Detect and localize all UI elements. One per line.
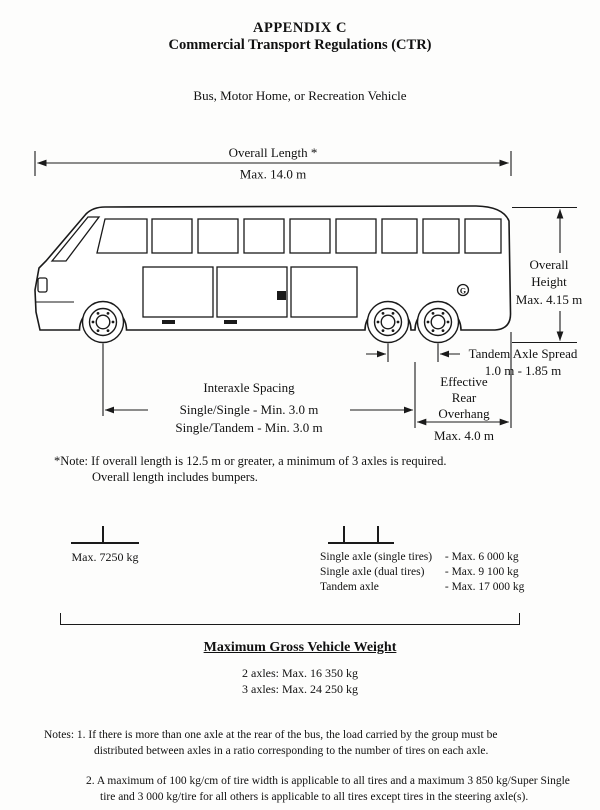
overall-height-label-2: Height: [531, 274, 567, 289]
front-axle-line: [71, 542, 139, 544]
rear-axle-tick-2: [377, 526, 379, 543]
axle-limit-label: Single axle (single tires): [320, 551, 433, 563]
headlight: [37, 277, 48, 293]
bay-latch: [277, 291, 286, 300]
overall-height-value: Max. 4.15 m: [516, 292, 582, 307]
overall-length-label: Overall Length *: [229, 145, 318, 160]
diagram-footnote-line2: Overall length includes bumpers.: [92, 470, 258, 484]
axle-limit-row: Single axle (dual tires) - Max. 9 100 kg: [320, 566, 519, 578]
tandem-axle-spread-label: Tandem Axle Spread: [469, 346, 578, 361]
interaxle-spacing-label: Interaxle Spacing: [203, 380, 295, 395]
axle-limit-value: - Max. 17 000 kg: [444, 581, 525, 593]
note1-line1: Notes: 1. If there is more than one axle…: [44, 729, 498, 741]
rear-wheel-1: [366, 300, 410, 344]
rear-axle-tick-1: [343, 526, 345, 543]
driver-window: [96, 218, 148, 254]
overall-height-dimension: Overall Height Max. 4.15 m: [512, 206, 582, 344]
hatched-window-2: [464, 218, 502, 254]
rear-overhang-value: Max. 4.0 m: [434, 428, 494, 443]
windshield: [50, 216, 101, 262]
axle-limit-row: Tandem axle - Max. 17 000 kg: [320, 581, 524, 593]
interaxle-spacing-line1: Single/Single - Min. 3.0 m: [180, 402, 319, 417]
axle-limit-label: Tandem axle: [320, 581, 379, 593]
axle-limit-value: - Max. 9 100 kg: [444, 566, 519, 578]
bus-diagram: G Overall Length * Max. 14.0 m Overall H…: [34, 145, 582, 443]
rear-axle-line: [328, 542, 394, 544]
bay-handle-1: [162, 320, 175, 324]
bay-handle-2: [224, 320, 237, 324]
rear-overhang-label-1: Effective: [440, 374, 488, 389]
overall-height-label-1: Overall: [530, 257, 569, 272]
overall-length-value: Max. 14.0 m: [240, 167, 306, 182]
axle-limit-value: - Max. 6 000 kg: [444, 551, 519, 563]
rear-wheel-2: [416, 300, 460, 344]
overall-length-dimension: Overall Length * Max. 14.0 m: [34, 145, 512, 182]
note2-line2: tire and 3 000 kg/tire for all others is…: [100, 791, 529, 803]
note1-line2: distributed between axles in a ratio cor…: [94, 745, 489, 757]
axle-limit-label: Single axle (dual tires): [320, 566, 425, 578]
gvw-heading: Maximum Gross Vehicle Weight: [203, 640, 397, 655]
rear-overhang-label-3: Overhang: [438, 406, 490, 421]
axle-limit-row: Single axle (single tires) - Max. 6 000 …: [320, 551, 519, 563]
note2-line1: 2. A maximum of 100 kg/cm of tire width …: [86, 775, 570, 787]
gvw-bracket: [60, 613, 520, 625]
gvw-2-axles: 2 axles: Max. 16 350 kg: [242, 666, 358, 680]
tandem-axle-spread-value: 1.0 m - 1.85 m: [485, 363, 562, 378]
fuel-cap-mark: G: [456, 283, 470, 297]
page-title: APPENDIX C: [252, 20, 347, 36]
diagram-footnote-line1: *Note: If overall length is 12.5 m or gr…: [54, 454, 447, 468]
hatched-window-1: [422, 218, 460, 254]
page-subtitle-regulations: Commercial Transport Regulations (CTR): [168, 37, 432, 53]
bus-windows: [96, 218, 502, 254]
interaxle-spacing-dimension: Interaxle Spacing Single/Single - Min. 3…: [102, 343, 416, 435]
front-axle-tick: [102, 526, 104, 543]
fuel-cap-letter: G: [460, 287, 466, 296]
rear-overhang-label-2: Rear: [452, 390, 477, 405]
gvw-3-axles: 3 axles: Max. 24 250 kg: [242, 682, 358, 696]
front-wheel: [81, 300, 125, 344]
tandem-axle-spread-dimension: Tandem Axle Spread 1.0 m - 1.85 m: [366, 343, 578, 378]
interaxle-spacing-line2: Single/Tandem - Min. 3.0 m: [175, 420, 322, 435]
front-axle-weight: Max. 7250 kg: [71, 550, 139, 564]
rear-overhang-dimension: Effective Rear Overhang Max. 4.0 m: [416, 332, 512, 443]
vehicle-type-heading: Bus, Motor Home, or Recreation Vehicle: [193, 88, 407, 103]
luggage-bays: [142, 266, 358, 324]
